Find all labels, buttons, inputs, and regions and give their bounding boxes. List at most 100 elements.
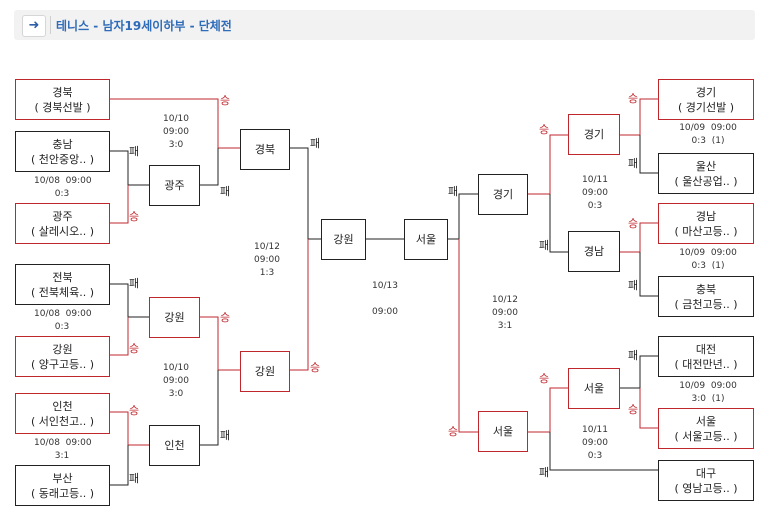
loss-label: 패 <box>310 137 321 150</box>
team-gangwon[interactable]: 강원 ( 양구고등.. ) <box>15 336 110 377</box>
match-info-final: 10/13 09:00 <box>372 281 398 317</box>
match-info: 10/08 09:00 3:1 <box>34 438 92 461</box>
loss-label: 패 <box>628 279 639 292</box>
team-busan[interactable]: 부산 ( 동래고등.. ) <box>15 465 110 506</box>
line-gangwon-r1 <box>110 317 129 356</box>
semi-right-seoul[interactable]: 서울 <box>404 219 448 260</box>
r3-gyeongbuk[interactable]: 경북 <box>240 129 290 170</box>
team-gyeonggi[interactable]: 경기 ( 경기선발 ) <box>658 79 754 120</box>
line-gwangju-r2 <box>200 148 219 186</box>
team-gyeongbuk[interactable]: 경북 ( 경북선발 ) <box>15 79 110 120</box>
team-school: ( 경북선발 ) <box>34 100 91 114</box>
win-label: 승 <box>628 92 639 105</box>
r2-gwangju[interactable]: 광주 <box>149 165 200 206</box>
match-info: 10/09 09:00 3:0 (1) <box>679 381 737 404</box>
team-daejeon[interactable]: 대전 ( 대전만년.. ) <box>658 336 754 377</box>
team-name: 경기 <box>492 188 514 201</box>
r2-gyeonggi[interactable]: 경기 <box>568 114 620 155</box>
loss-label: 패 <box>129 472 140 485</box>
loss-label: 패 <box>220 185 231 198</box>
page-header: ➜ 테니스 - 남자19세이하부 - 단체전 <box>14 10 755 40</box>
team-school: ( 울산공업.. ) <box>674 174 738 188</box>
loss-label: 패 <box>539 239 550 252</box>
match-info: 10/12 09:00 3:1 <box>492 295 518 331</box>
team-name: 강원 <box>164 311 185 324</box>
win-label: 승 <box>129 210 140 223</box>
match-info: 10/09 09:00 0:3 (1) <box>679 248 737 271</box>
line-daejeon <box>620 355 658 389</box>
line-gyeonggi-r3 <box>448 193 478 240</box>
r2-incheon[interactable]: 인천 <box>149 425 200 466</box>
team-school: ( 전북체육.. ) <box>30 285 95 299</box>
line-gyeongnam-r2 <box>549 194 568 253</box>
team-chungnam[interactable]: 충남 ( 천안중앙.. ) <box>15 131 110 172</box>
team-name: 대전 <box>695 342 717 356</box>
arrow-right-icon: ➜ <box>22 15 46 37</box>
team-ulsan[interactable]: 울산 ( 울산공업.. ) <box>658 153 754 194</box>
team-name: 서울 <box>492 425 514 438</box>
team-name: 경남 <box>695 209 717 223</box>
team-name: 경기 <box>695 85 717 99</box>
loss-label: 패 <box>448 185 459 198</box>
win-label: 승 <box>628 403 639 416</box>
line-gyeongbuk <box>110 98 240 149</box>
team-name: 강원 <box>254 365 276 378</box>
team-school: ( 금천고등.. ) <box>674 297 738 311</box>
loss-label: 패 <box>539 466 550 479</box>
team-name: 광주 <box>52 209 73 223</box>
team-chungbuk[interactable]: 충북 ( 금천고등.. ) <box>658 276 754 317</box>
line-busan <box>110 445 129 486</box>
match-info: 10/11 09:00 0:3 <box>582 175 608 211</box>
team-school: ( 경기선발 ) <box>677 100 735 114</box>
team-incheon[interactable]: 인천 ( 서인천고.. ) <box>15 393 110 434</box>
match-info: 10/08 09:00 0:3 <box>34 176 92 199</box>
line-gangwon-r3 <box>290 239 309 371</box>
team-school: ( 서울고등.. ) <box>674 429 738 443</box>
team-school: ( 동래고등.. ) <box>30 486 95 500</box>
team-name: 대구 <box>695 466 717 480</box>
match-info: 10/11 09:00 0:3 <box>582 425 608 461</box>
team-name: 충북 <box>695 282 717 296</box>
r3-gangwon[interactable]: 강원 <box>240 351 290 392</box>
line-gyeonggi-r2 <box>528 134 568 195</box>
win-label: 승 <box>220 94 231 107</box>
match-info: 10/09 09:00 0:3 (1) <box>679 123 737 146</box>
line-gyeonggi-r1 <box>620 98 658 136</box>
line-seoul-r3 <box>458 239 478 433</box>
r3-gyeonggi[interactable]: 경기 <box>478 174 528 215</box>
team-school: ( 천안중앙.. ) <box>30 152 95 166</box>
semi-left-gangwon[interactable]: 강원 <box>321 219 366 260</box>
line-gwangju-r1 <box>110 185 129 224</box>
r3-seoul[interactable]: 서울 <box>478 411 528 452</box>
team-name: 서울 <box>695 414 717 428</box>
win-label: 승 <box>129 404 140 417</box>
team-name: 전북 <box>52 270 73 284</box>
team-gyeongnam[interactable]: 경남 ( 마산고등.. ) <box>658 203 754 244</box>
line-seoul-r1 <box>639 388 658 429</box>
team-daegu[interactable]: 대구 ( 영남고등.. ) <box>658 460 754 501</box>
loss-label: 패 <box>129 145 140 158</box>
team-school: ( 마산고등.. ) <box>674 224 738 238</box>
win-label: 승 <box>220 311 231 324</box>
line-seoul-r2 <box>528 387 568 433</box>
win-label: 승 <box>310 361 321 374</box>
line-gyeongbuk-r3 <box>290 147 321 240</box>
loss-label: 패 <box>628 157 639 170</box>
team-name: 경남 <box>583 245 605 258</box>
r2-seoul[interactable]: 서울 <box>568 368 620 409</box>
header-divider <box>50 16 51 34</box>
team-gwangju[interactable]: 광주 ( 살레시오.. ) <box>15 203 110 244</box>
team-name: 강원 <box>333 233 354 246</box>
loss-label: 패 <box>220 429 231 442</box>
team-name: 강원 <box>52 342 73 356</box>
team-name: 광주 <box>164 179 185 192</box>
team-name: 경기 <box>583 128 605 141</box>
team-seoul[interactable]: 서울 ( 서울고등.. ) <box>658 408 754 449</box>
r2-gyeongnam[interactable]: 경남 <box>568 231 620 272</box>
team-school: ( 살레시오.. ) <box>30 224 95 238</box>
team-name: 인천 <box>164 439 185 452</box>
team-jeonbuk[interactable]: 전북 ( 전북체육.. ) <box>15 264 110 305</box>
r2-gangwon[interactable]: 강원 <box>149 297 200 338</box>
team-school: ( 대전만년.. ) <box>674 357 738 371</box>
